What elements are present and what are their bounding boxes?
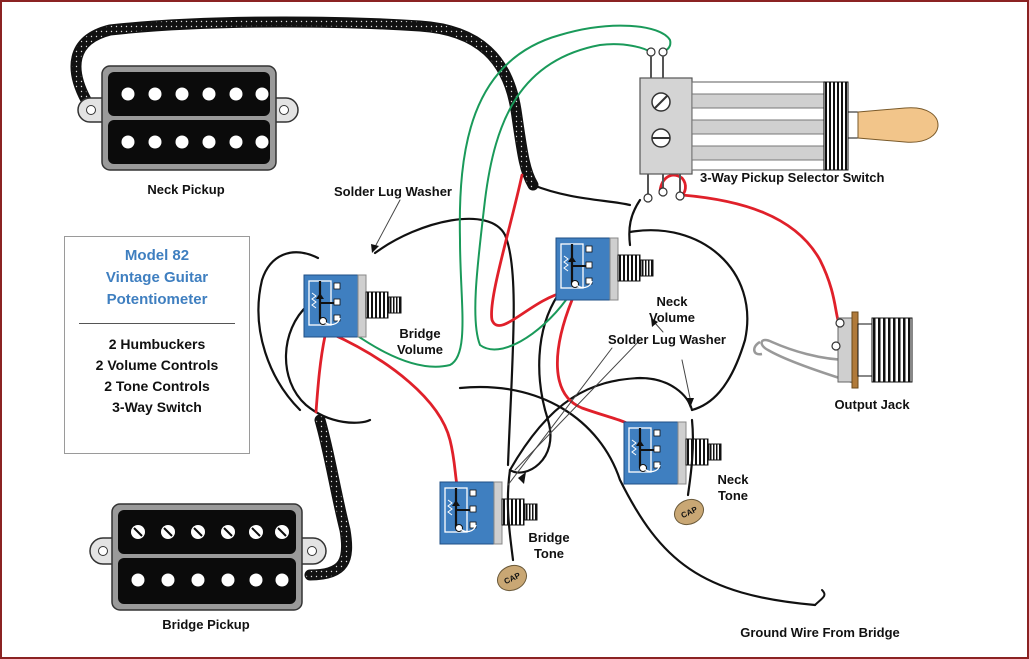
info-title-line: Vintage Guitar: [105, 269, 209, 286]
bridge-tone-pot: [438, 480, 539, 546]
bridge-tone-label-1: Bridge: [528, 530, 569, 545]
three-way-switch: [639, 47, 939, 203]
switch-label: 3-Way Pickup Selector Switch: [700, 170, 885, 185]
red-wire-bridge-tone: [328, 331, 459, 487]
info-list: 2 Humbuckers 2 Volume Controls 2 Tone Co…: [65, 334, 249, 418]
info-box: Model 82 Vintage Guitar Potentiometer 2 …: [64, 236, 250, 454]
bridge-tone-capacitor: CAP: [496, 564, 528, 592]
ground-wire: [458, 385, 817, 607]
bridge-volume-label-1: Bridge: [399, 326, 440, 341]
neck-volume-pot: [554, 236, 655, 302]
neck-tone-label-2: Tone: [718, 488, 748, 503]
neck-pickup: [77, 65, 299, 171]
bridge-pickup: [89, 503, 327, 611]
info-title-line: Model 82: [124, 247, 190, 264]
info-list-item: 2 Tone Controls: [104, 378, 210, 394]
solder-lug-washer-label-1: Solder Lug Washer: [334, 184, 452, 199]
solder-lug-washer-label-2: Solder Lug Washer: [608, 332, 726, 347]
output-jack: [753, 311, 913, 389]
green-wire-2: [474, 43, 651, 351]
neck-tone-pot: [622, 420, 723, 486]
info-list-item: 2 Humbuckers: [108, 336, 206, 352]
info-list-item: 3-Way Switch: [112, 399, 202, 415]
red-wire-output: [680, 193, 840, 322]
neck-volume-label-2: Volume: [649, 310, 695, 325]
info-title: Model 82 Vintage Guitar Potentiometer: [65, 245, 249, 311]
ground-wire-label: Ground Wire From Bridge: [740, 625, 900, 640]
green-wire-1: [317, 24, 672, 368]
red-wire-neck-volume: [490, 173, 567, 327]
bridge-volume-label-2: Volume: [397, 342, 443, 357]
bridge-pickup-label: Bridge Pickup: [162, 617, 249, 632]
neck-pickup-label: Neck Pickup: [147, 182, 224, 197]
output-jack-label: Output Jack: [834, 397, 910, 412]
neck-tone-capacitor: CAP: [673, 498, 705, 526]
info-list-item: 2 Volume Controls: [95, 357, 219, 373]
info-title-line: Potentiometer: [106, 291, 208, 308]
neck-tone-label-1: Neck: [717, 472, 749, 487]
red-wire-bridge-volume: [314, 334, 327, 414]
red-wire-neck-tone: [556, 298, 642, 432]
neck-volume-label-1: Neck: [656, 294, 688, 309]
wires: [70, 16, 840, 607]
bridge-volume-pot: [302, 273, 403, 339]
bridge-tone-label-2: Tone: [534, 546, 564, 561]
info-divider: [79, 323, 235, 324]
